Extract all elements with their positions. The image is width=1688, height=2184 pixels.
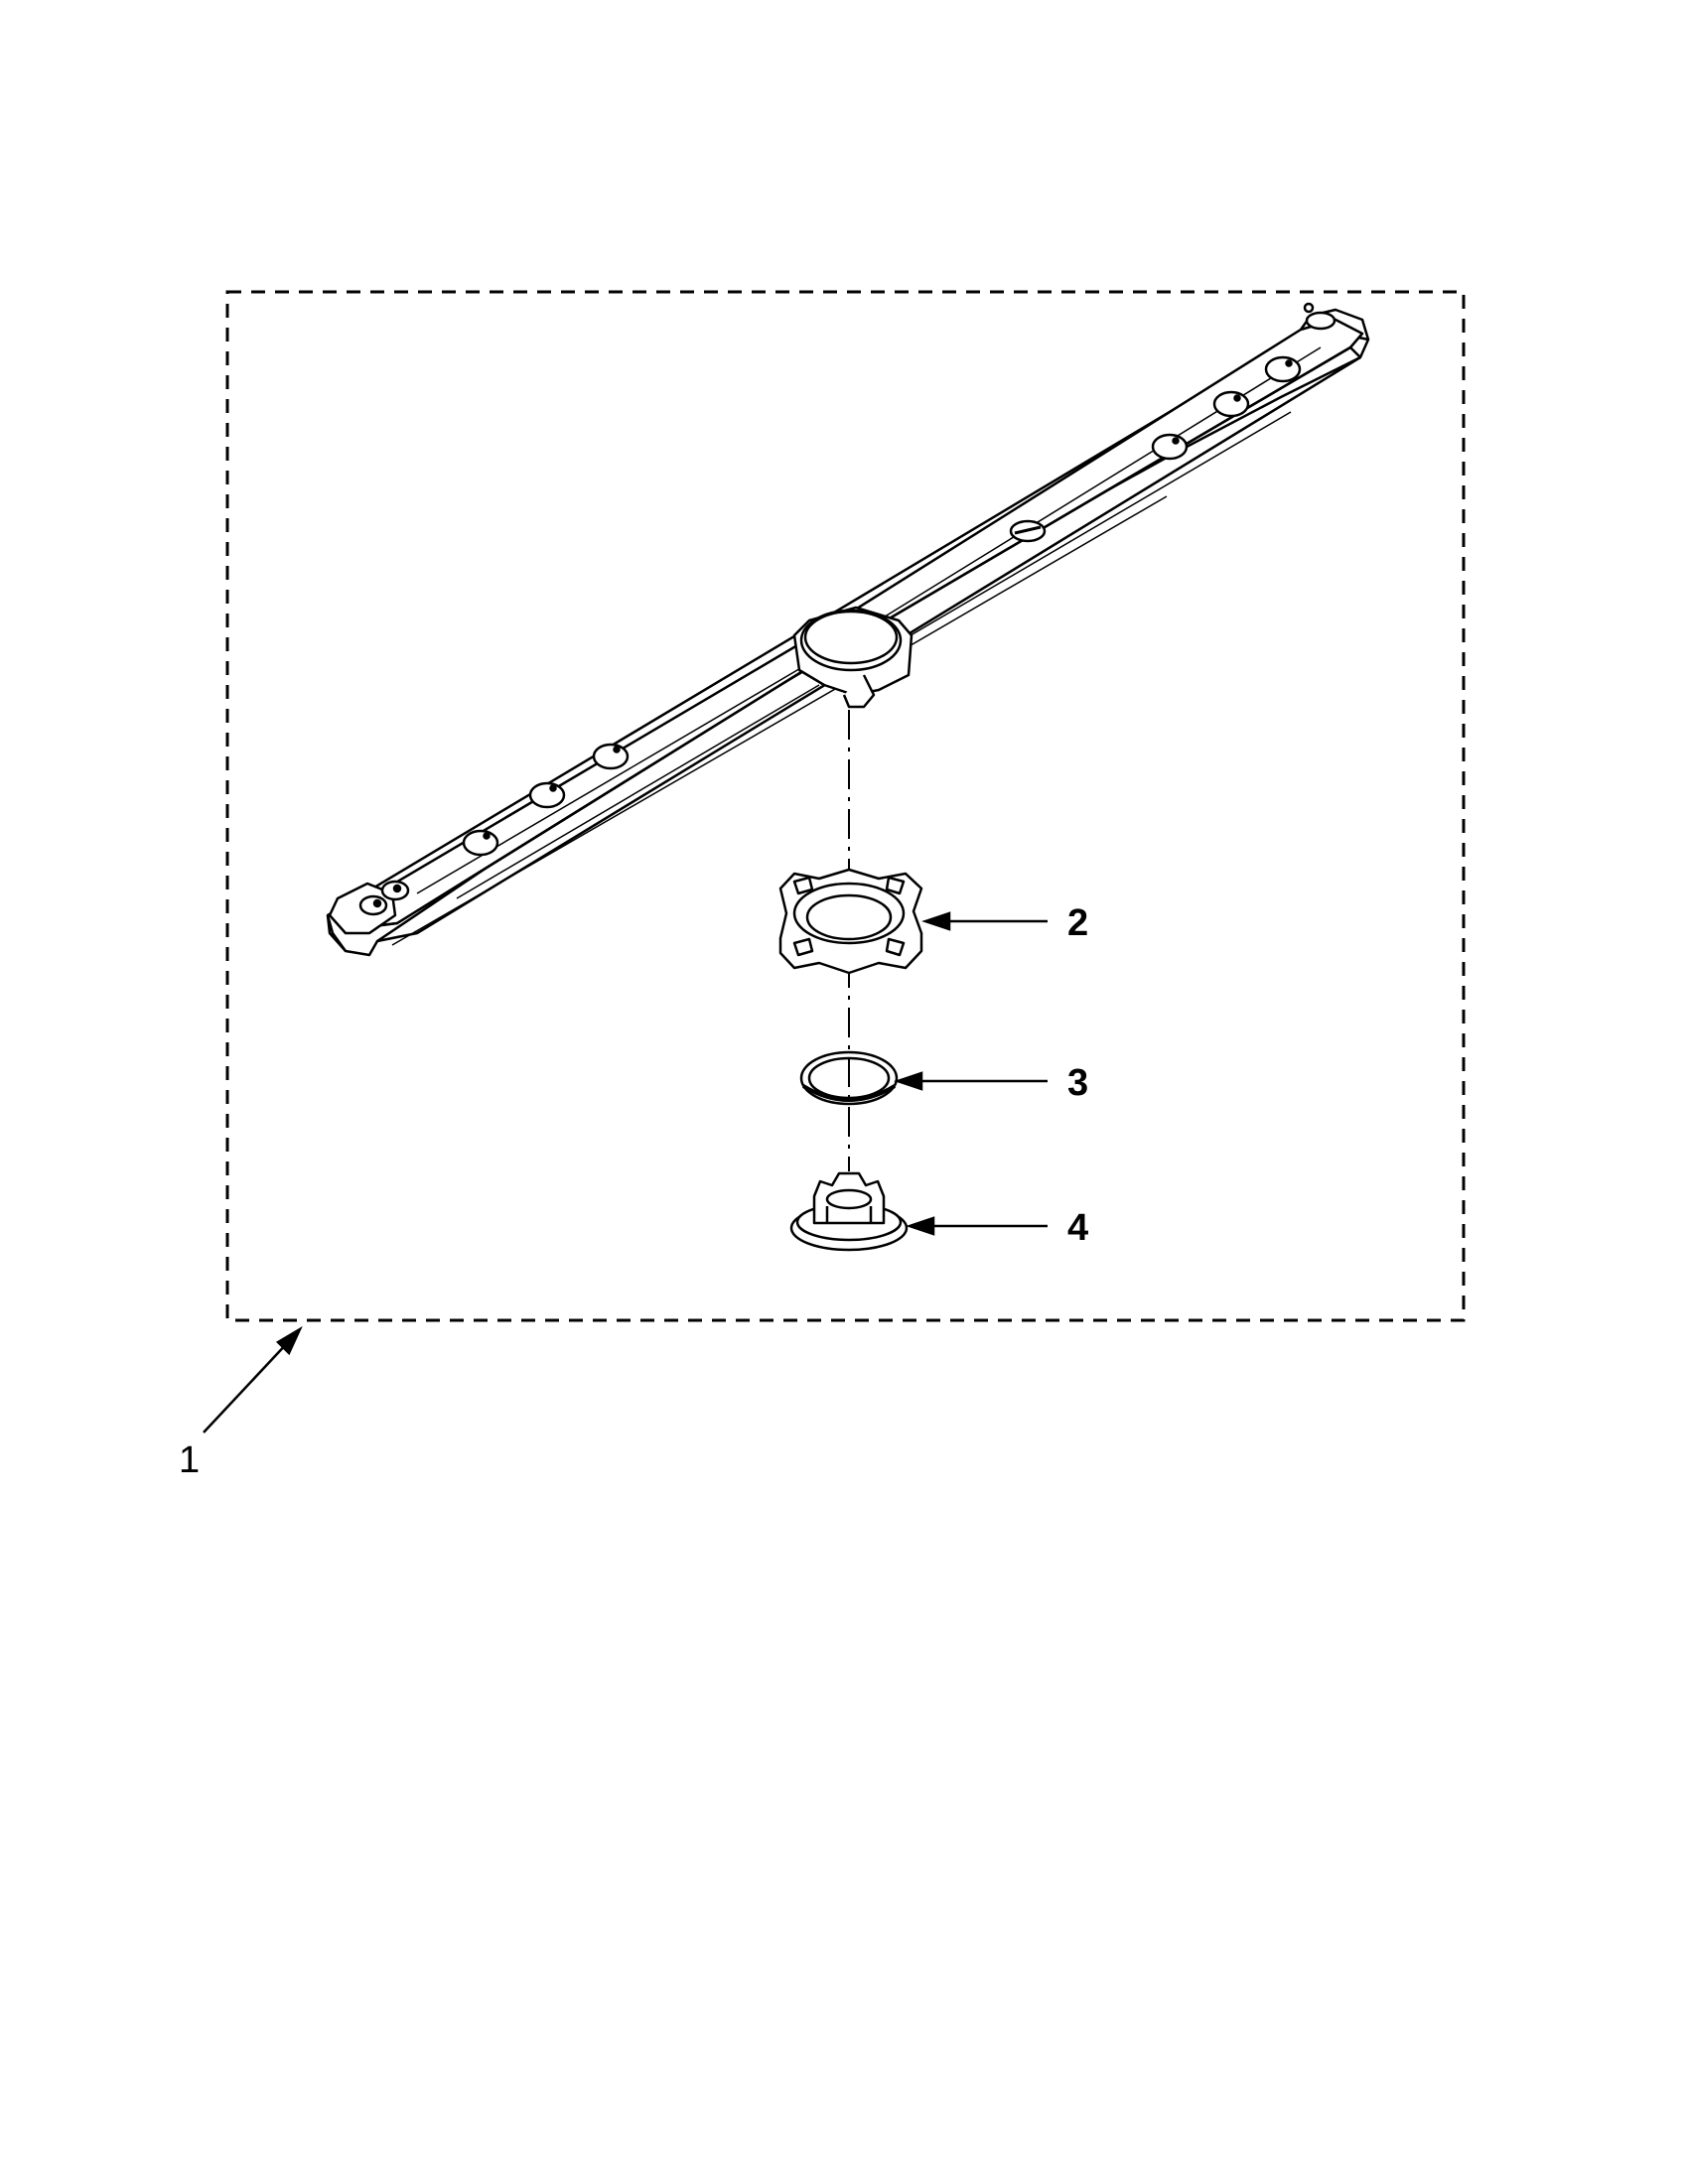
callout-label-1: 1 <box>179 1439 200 1481</box>
hub-nut-part <box>789 1171 909 1252</box>
callout-arrows <box>203 911 1048 1433</box>
seal-ring-part <box>799 1050 899 1106</box>
callout-label-2: 2 <box>1067 902 1088 944</box>
callout-label-3: 3 <box>1067 1062 1088 1104</box>
callout-label-4: 4 <box>1067 1207 1088 1249</box>
kit-boundary <box>225 290 1466 1322</box>
spray-arm <box>326 302 1370 957</box>
bearing-part <box>778 868 923 975</box>
